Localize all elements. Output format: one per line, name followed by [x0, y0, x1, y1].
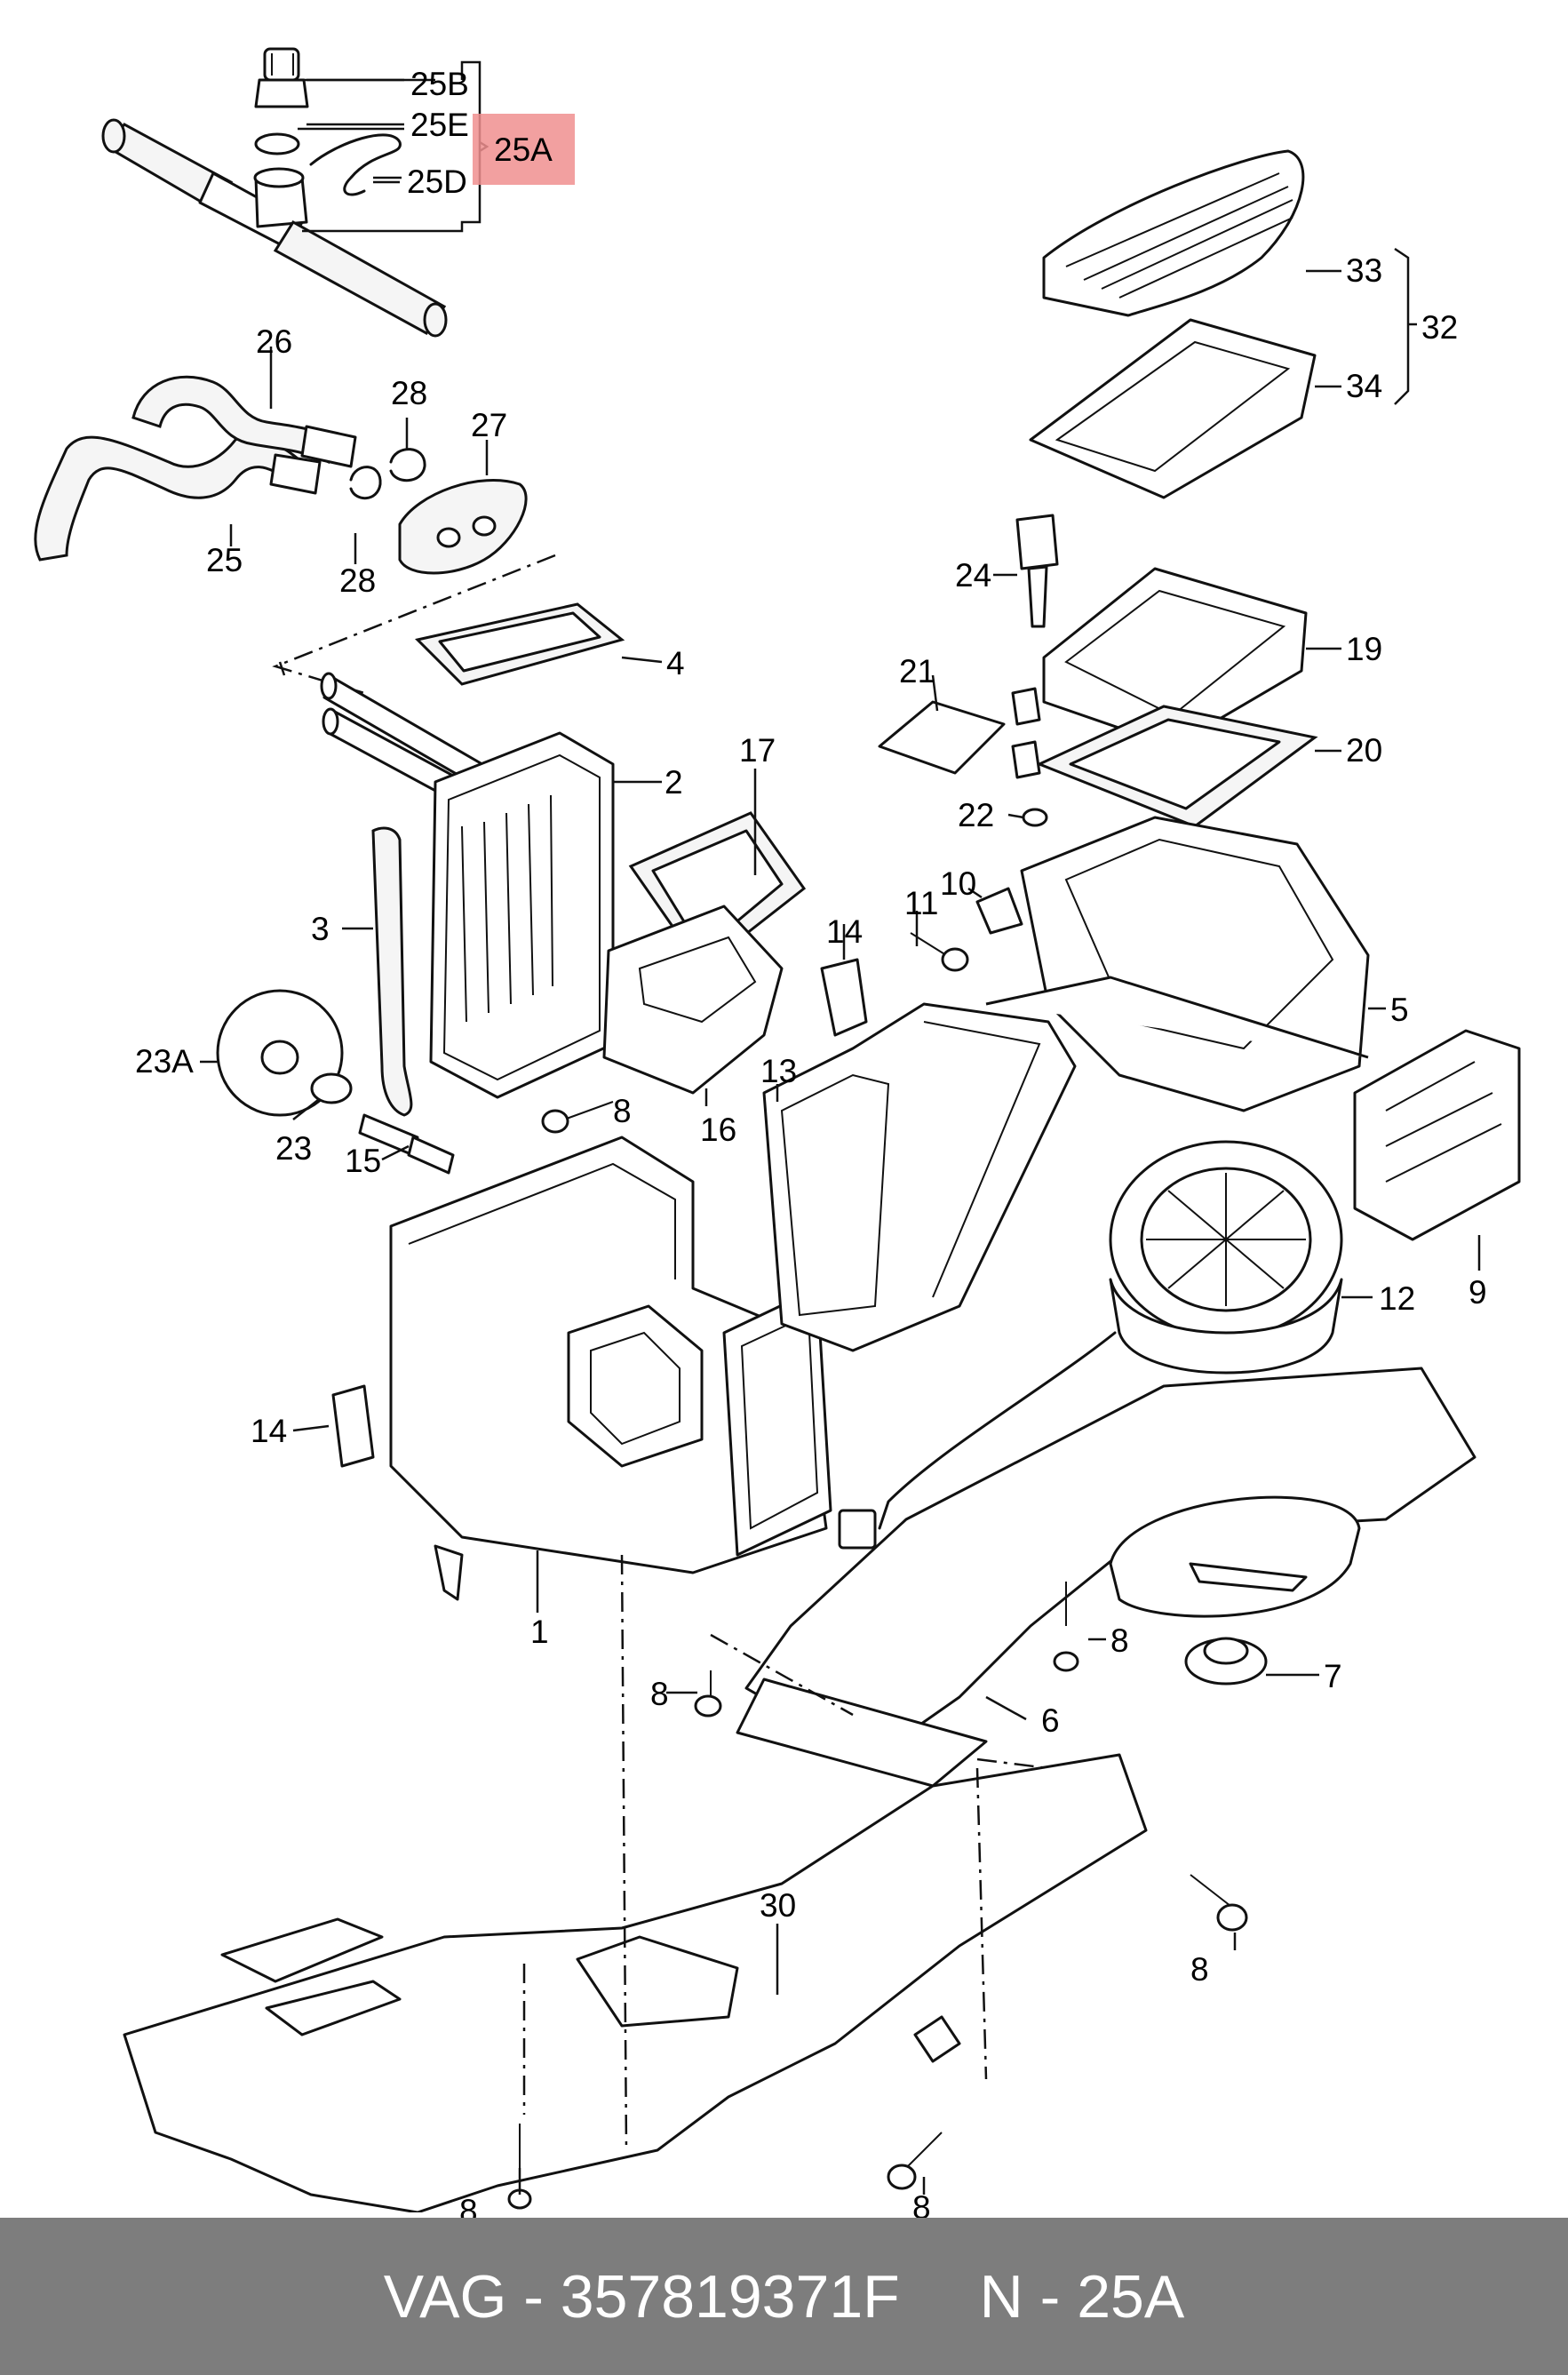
callout-14-upper: 14	[826, 913, 864, 950]
callout-24: 24	[955, 557, 992, 594]
clamps-28	[349, 448, 426, 500]
part-number-footer: VAG - 357819371F N - 25A	[0, 2218, 1568, 2375]
oring-25e	[254, 132, 300, 155]
clip-7	[1184, 1637, 1268, 1686]
callout-8-floor-right: 8	[1110, 1622, 1129, 1659]
callout-1: 1	[530, 1614, 549, 1650]
callout-3: 3	[311, 911, 330, 947]
callout-8-duct-right: 8	[1190, 1951, 1209, 1988]
clip-25d	[309, 133, 402, 196]
callout-25a: 25A	[494, 132, 553, 168]
callout-22: 22	[958, 797, 995, 833]
callout-26: 26	[256, 323, 293, 360]
screw-8c	[694, 1670, 722, 1717]
clip-14-lower	[331, 1384, 375, 1468]
callout-7: 7	[1324, 1658, 1342, 1694]
cover-23a	[216, 989, 344, 1117]
callout-8-bottom-right: 8	[912, 2189, 931, 2226]
callout-28-bottom: 28	[339, 562, 377, 599]
bolt-24	[1015, 514, 1059, 628]
callout-34: 34	[1346, 368, 1383, 404]
callout-4: 4	[666, 645, 685, 681]
washer-22	[1022, 808, 1048, 827]
callout-32: 32	[1421, 309, 1459, 346]
nut-23	[310, 1072, 353, 1104]
callout-10: 10	[940, 865, 977, 902]
footer-reference: N - 25A	[979, 2262, 1185, 2331]
screw-8a	[541, 1101, 614, 1134]
callout-25e: 25E	[410, 107, 469, 143]
t-hose	[101, 118, 448, 338]
callout-8-floor-left: 8	[650, 1676, 669, 1712]
callout-8-heaterbox: 8	[613, 1093, 632, 1129]
screw-11	[910, 932, 969, 972]
callout-17: 17	[739, 732, 776, 769]
clip-19-side	[1011, 687, 1041, 726]
housing-34	[1029, 318, 1317, 499]
seal-4	[415, 602, 625, 686]
floor-duct-6	[736, 1367, 1476, 1788]
sensor-25b	[254, 47, 309, 108]
callout-5: 5	[1390, 992, 1409, 1028]
clip-20-side	[1011, 740, 1041, 779]
callout-12: 12	[1379, 1280, 1416, 1317]
callout-19: 19	[1346, 631, 1383, 667]
callout-15: 15	[345, 1143, 382, 1179]
callout-23a: 23A	[135, 1043, 194, 1080]
floor-duct-30	[123, 1753, 1148, 2212]
screw-15	[358, 1113, 455, 1175]
callout-9: 9	[1469, 1274, 1487, 1311]
screw-8f	[887, 2132, 943, 2190]
callout-11: 11	[904, 885, 939, 921]
filter-33	[1042, 149, 1305, 317]
callout-25b: 25B	[410, 66, 469, 102]
callout-14-lower: 14	[251, 1413, 288, 1449]
cover-19	[1042, 567, 1308, 748]
screw-8d	[1190, 1874, 1248, 1932]
foam-strip-3	[371, 826, 413, 1117]
callout-23: 23	[275, 1130, 313, 1167]
callout-6: 6	[1041, 1702, 1060, 1739]
highlight-25a	[473, 114, 575, 185]
clip-14-upper	[820, 958, 868, 1037]
resistor-9	[1353, 1029, 1521, 1241]
screw-8b	[1053, 1582, 1079, 1672]
blower-motor-12	[838, 1140, 1343, 1550]
callout-25: 25	[206, 542, 243, 578]
grommet-27	[398, 479, 528, 575]
callout-27: 27	[471, 407, 508, 443]
duct-16	[602, 905, 784, 1095]
callout-13: 13	[760, 1053, 798, 1089]
callout-25d: 25D	[407, 163, 467, 200]
callout-20: 20	[1346, 732, 1383, 769]
heater-core-2	[320, 672, 615, 1099]
clip-10	[975, 887, 1023, 935]
callout-21: 21	[899, 653, 936, 689]
callout-28-top: 28	[391, 375, 428, 411]
footer-part-number: VAG - 357819371F	[383, 2262, 900, 2331]
callout-2: 2	[665, 764, 683, 801]
seal-20	[1036, 705, 1318, 828]
exploded-parts-diagram	[34, 47, 1521, 2212]
callout-30: 30	[760, 1887, 797, 1924]
callout-16: 16	[700, 1112, 737, 1148]
callout-33: 33	[1346, 252, 1383, 289]
duct-13	[762, 976, 1369, 1352]
bracket-21	[878, 700, 1006, 775]
hoses-25-26	[34, 375, 357, 562]
heater-box-1	[389, 1136, 832, 1601]
